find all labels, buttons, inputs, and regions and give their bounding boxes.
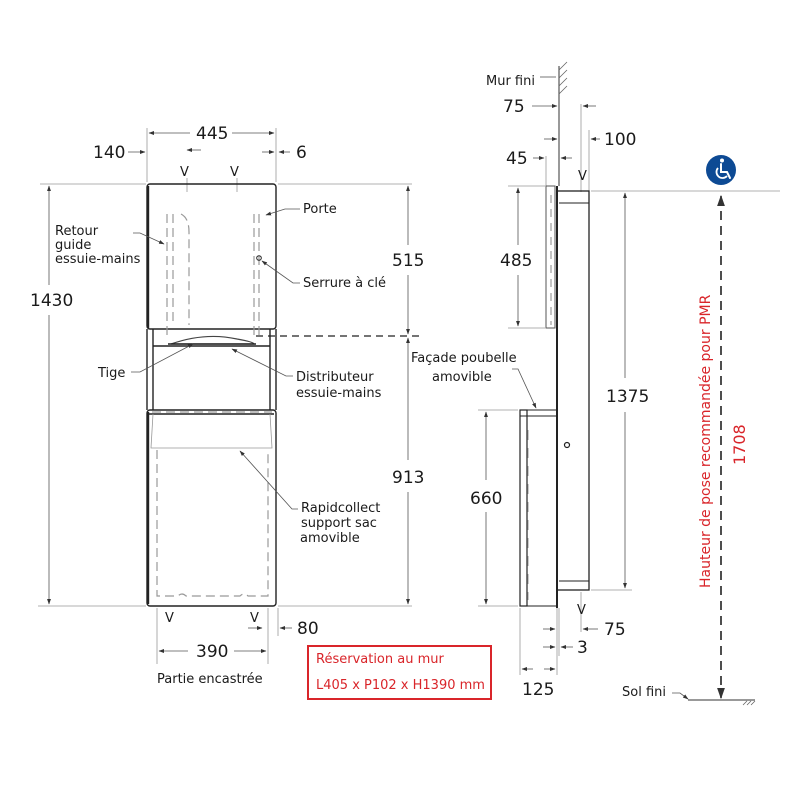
dim-recessed-390: 390 bbox=[196, 642, 228, 662]
wheelchair-accessibility-icon bbox=[706, 155, 736, 185]
label-facade-poubelle: Façade poubelle bbox=[411, 351, 517, 366]
v-marker: V bbox=[578, 169, 587, 184]
label-distributeur: Distributeur bbox=[296, 370, 374, 385]
v-marker: V bbox=[165, 611, 174, 626]
reservation-dimensions: L405 x P102 x H1390 mm bbox=[316, 678, 485, 693]
v-marker: V bbox=[180, 165, 189, 180]
label-facade-poubelle: amovible bbox=[432, 370, 492, 385]
reservation-title: Réservation au mur bbox=[316, 652, 444, 667]
front-view bbox=[38, 128, 420, 664]
dim-width-445: 445 bbox=[196, 124, 228, 144]
label-partie-encastree: Partie encastrée bbox=[157, 672, 263, 687]
v-marker: V bbox=[577, 603, 586, 618]
label-rapidcollect: support sac bbox=[301, 516, 377, 531]
dim-side-45: 45 bbox=[506, 149, 528, 169]
label-sol-fini: Sol fini bbox=[622, 685, 666, 700]
dim-side-660: 660 bbox=[470, 489, 502, 509]
v-marker: V bbox=[250, 611, 259, 626]
dim-side-75-top: 75 bbox=[503, 97, 525, 117]
label-rapidcollect: Rapidcollect bbox=[301, 501, 380, 516]
label-retour: Retour bbox=[55, 224, 99, 239]
dim-upper-515: 515 bbox=[392, 251, 424, 271]
reservation-box: Réservation au mur L405 x P102 x H1390 m… bbox=[307, 645, 492, 700]
label-rapidcollect: amovible bbox=[300, 531, 360, 546]
v-marker: V bbox=[230, 165, 239, 180]
dim-right-6: 6 bbox=[296, 143, 307, 163]
label-retour: essuie-mains bbox=[55, 252, 141, 267]
side-view bbox=[478, 61, 780, 706]
dim-side-3: 3 bbox=[577, 638, 588, 658]
dim-left-140: 140 bbox=[93, 143, 125, 163]
dim-side-1375: 1375 bbox=[606, 387, 649, 407]
dim-height-1430: 1430 bbox=[30, 291, 73, 311]
dim-side-125: 125 bbox=[522, 680, 554, 700]
label-retour: guide bbox=[55, 238, 91, 253]
label-mur-fini: Mur fini bbox=[486, 74, 535, 89]
dim-side-100: 100 bbox=[604, 130, 636, 150]
label-tige: Tige bbox=[97, 366, 125, 381]
label-porte: Porte bbox=[303, 202, 337, 217]
label-pmr-height: Hauteur de pose recommandée pour PMR bbox=[698, 294, 714, 588]
dim-side-485: 485 bbox=[500, 251, 532, 271]
dim-pmr-1708: 1708 bbox=[730, 424, 749, 465]
dim-side-75-bottom: 75 bbox=[604, 620, 626, 640]
dim-lower-913: 913 bbox=[392, 468, 424, 488]
dim-bottom-80: 80 bbox=[297, 619, 319, 639]
label-serrure: Serrure à clé bbox=[303, 276, 386, 291]
label-distributeur: essuie-mains bbox=[296, 386, 382, 401]
